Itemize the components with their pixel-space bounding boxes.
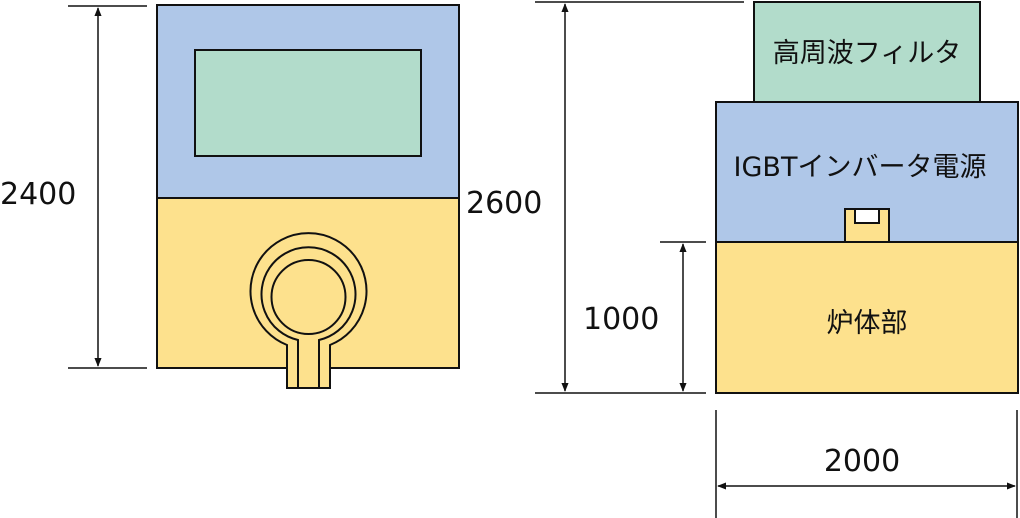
- front-control-panel: [194, 49, 422, 157]
- side-total-height-dimension: 2600: [466, 1, 744, 394]
- furnace-body-box: [715, 241, 1019, 394]
- front-height-label: 2400: [0, 177, 76, 212]
- front-view: 2400: [0, 4, 460, 389]
- side-furnace-height-label: 1000: [583, 302, 659, 337]
- hf-filter-label: 高周波フィルタ: [773, 38, 961, 69]
- side-width-label: 2000: [824, 444, 900, 479]
- hf-filter-box: [753, 1, 981, 103]
- furnace-crucible: [270, 259, 347, 335]
- furnace-body-label: 炉体部: [827, 308, 908, 339]
- side-view: 高周波フィルタ IGBTインバータ電源 炉体部 2600 1000 200: [466, 1, 1019, 518]
- side-width-dimension: 2000: [715, 410, 1018, 518]
- igbt-inverter-label: IGBTインバータ電源: [734, 152, 987, 183]
- side-total-height-label: 2600: [466, 186, 542, 221]
- side-furnace-height-dimension: 1000: [583, 241, 706, 392]
- inverter-connector-slot: [854, 208, 880, 224]
- front-height-dimension: 2400: [0, 5, 147, 369]
- furnace-coil-inner: [260, 246, 357, 388]
